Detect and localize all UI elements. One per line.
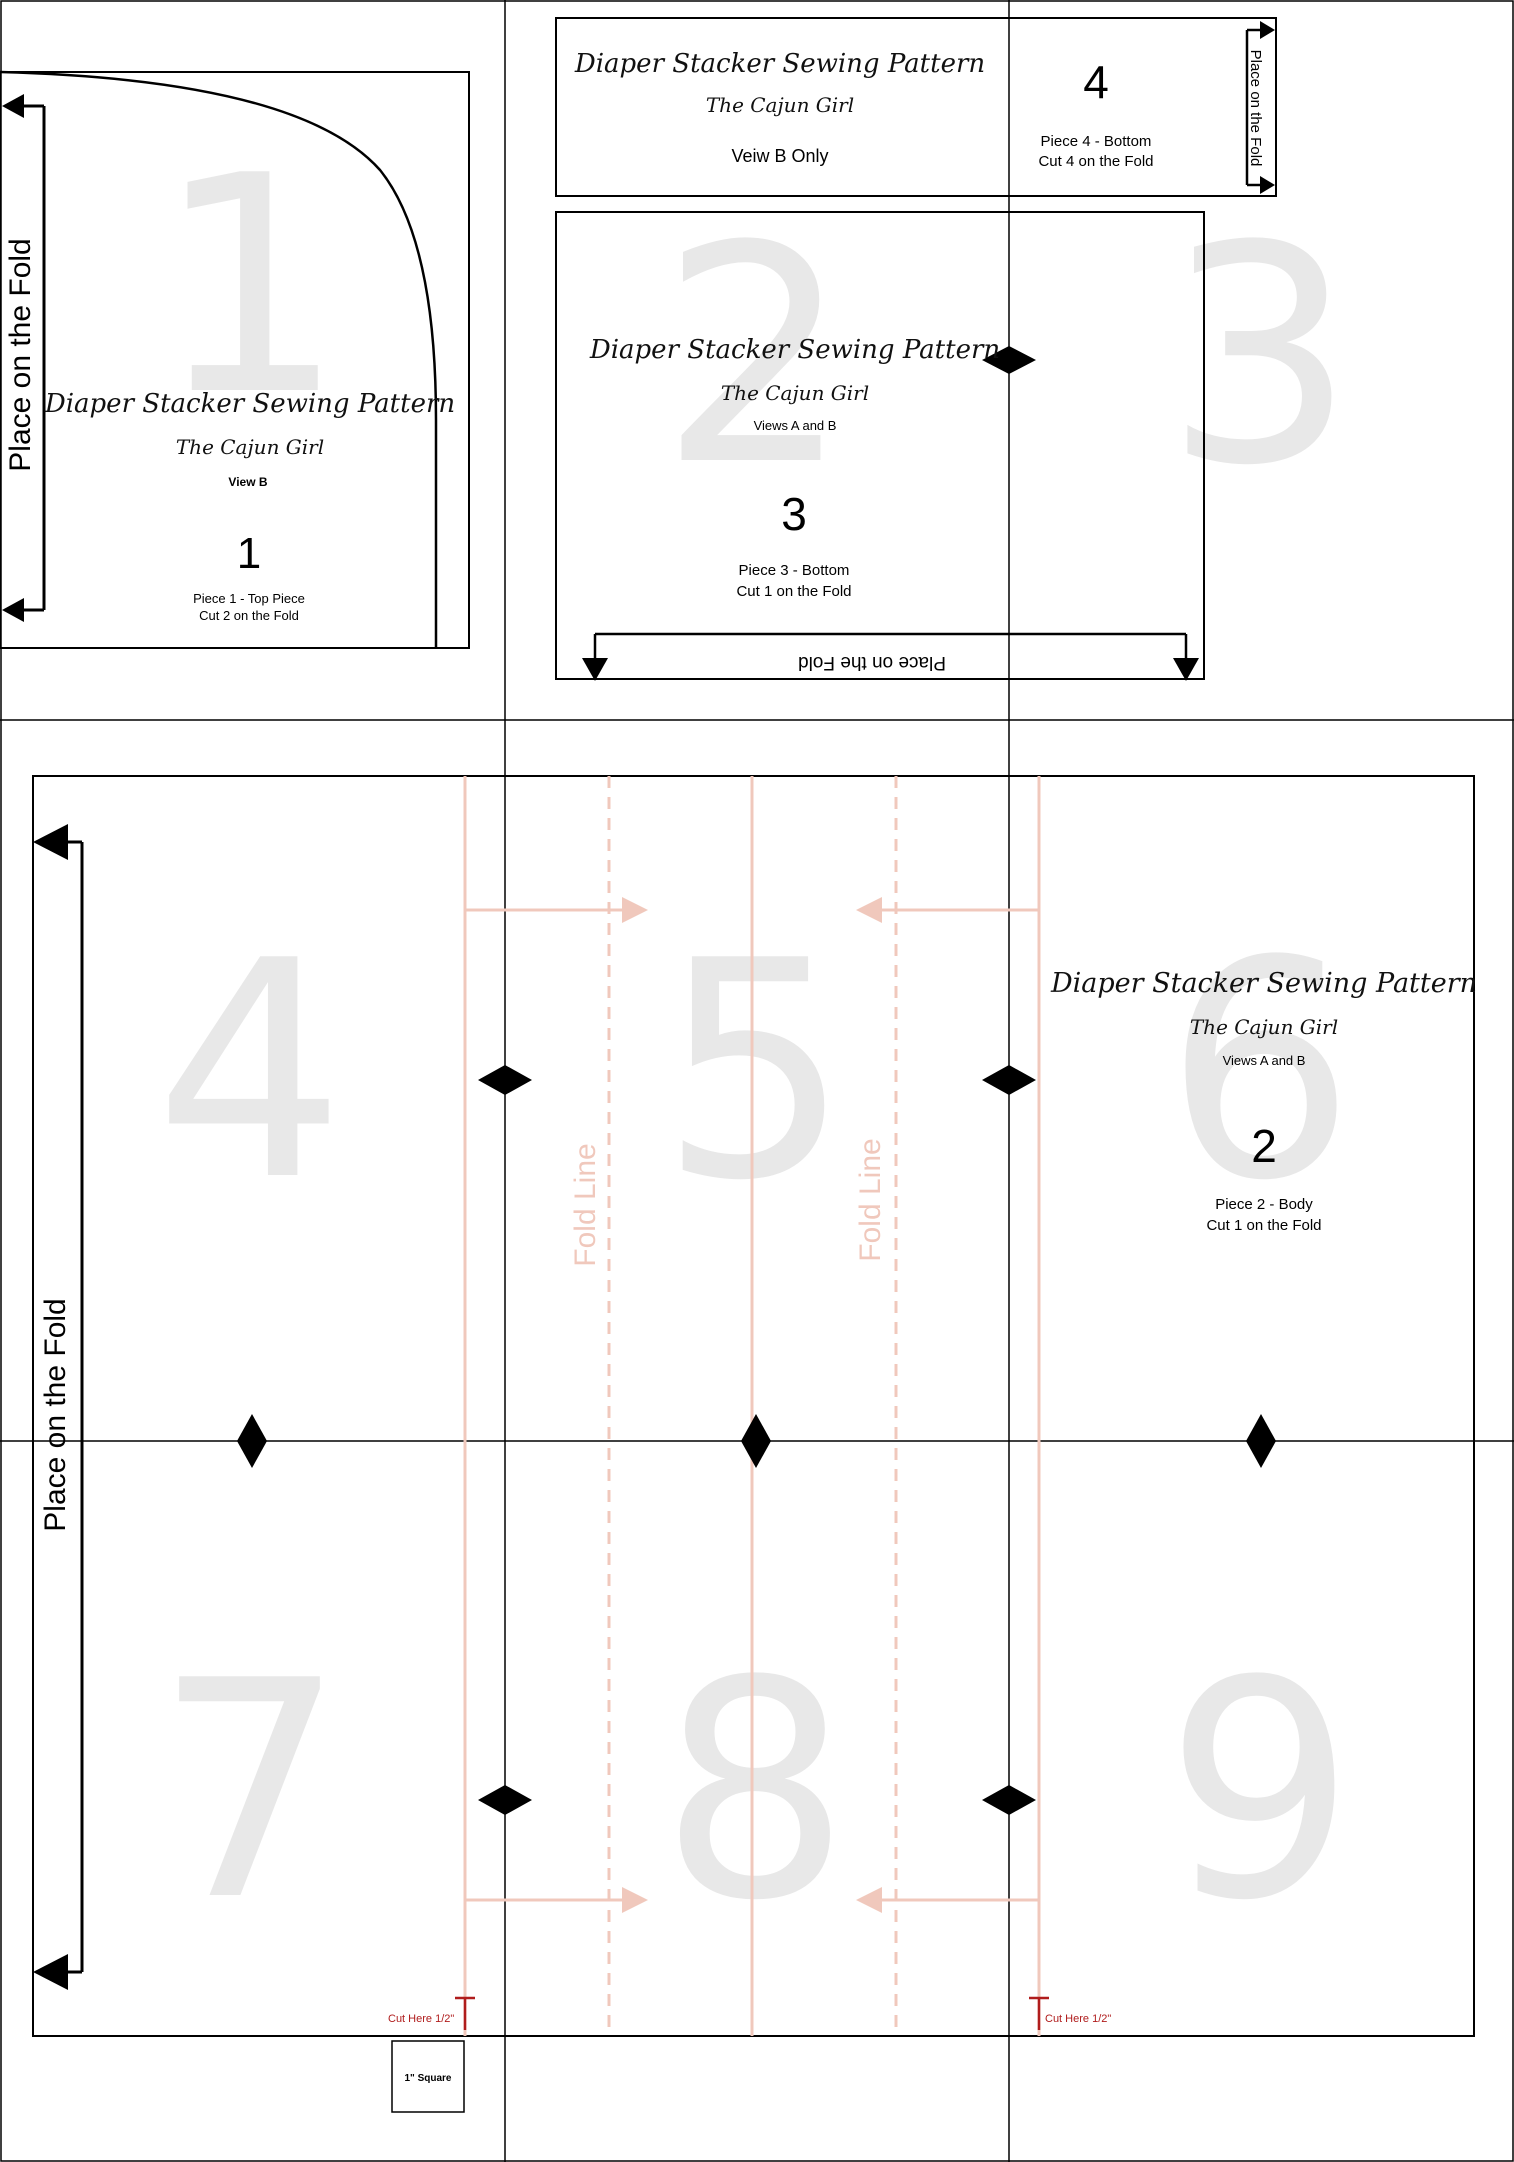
piece-3-number: 3 — [781, 488, 807, 540]
notch-diamond-6 — [478, 1785, 532, 1815]
piece-2-fold-label: Place on the Fold — [39, 1298, 72, 1531]
piece-2-fold-arrows — [465, 897, 1039, 1913]
page-number-8: 8 — [660, 1617, 851, 1966]
piece-3-view: Views A and B — [754, 418, 837, 433]
piece-1-fold-arrowhead-top — [2, 94, 24, 118]
piece-2-notches — [237, 1065, 1276, 1815]
piece-2-fold-arrowhead-top — [33, 824, 68, 860]
one-inch-square-label: 1" Square — [405, 2073, 452, 2084]
page-number-2: 2 — [660, 182, 851, 531]
notch-diamond-2 — [982, 1065, 1036, 1095]
page-number-9: 9 — [1165, 1617, 1356, 1966]
piece-3-brand: The Cajun Girl — [721, 381, 869, 405]
fold-arrow-bottom-right-head — [856, 1887, 882, 1913]
piece-2-fold-arrowhead-bottom — [33, 1954, 68, 1990]
piece-2-cut-label: Cut 1 on the Fold — [1206, 1217, 1321, 1234]
fold-arrow-top-left-head — [622, 897, 648, 923]
cut-marker-right — [1029, 1996, 1049, 2030]
piece-4-piece-label: Piece 4 - Bottom — [1041, 133, 1152, 150]
piece-1-title: Diaper Stacker Sewing Pattern — [44, 389, 455, 419]
piece-3: Place on the Fold Diaper Stacker Sewing … — [555, 211, 1205, 681]
piece-4-title: Diaper Stacker Sewing Pattern — [574, 49, 985, 79]
piece-1: Place on the Fold Diaper Stacker Sewing … — [0, 70, 470, 649]
piece-4-cut-label: Cut 4 on the Fold — [1038, 153, 1153, 170]
piece-1-fold-label: Place on the Fold — [4, 238, 37, 471]
piece-4-fold-arrowhead-top — [1260, 21, 1275, 39]
page-number-1: 1 — [155, 112, 346, 461]
piece-1-piece-label: Piece 1 - Top Piece — [193, 591, 305, 606]
fold-line-label-left: Fold Line — [569, 1143, 602, 1266]
notch-diamond-4 — [741, 1414, 771, 1468]
piece-1-brand: The Cajun Girl — [176, 435, 324, 459]
piece-2: Fold Line Fold Line Place on the Fold Cu… — [32, 775, 1477, 2037]
piece-3-fold-arrowhead-right — [1173, 658, 1199, 681]
cut-here-label-left: Cut Here 1/2" — [388, 2013, 454, 2025]
notch-diamond-1 — [478, 1065, 532, 1095]
piece-4-brand: The Cajun Girl — [706, 93, 854, 117]
piece-1-view: View B — [228, 475, 267, 489]
fold-arrow-bottom-left-head — [622, 1887, 648, 1913]
piece-2-number: 2 — [1251, 1120, 1277, 1172]
piece-3-fold-arrowhead-left — [582, 658, 608, 681]
piece-4-fold-arrowhead-bottom — [1260, 176, 1275, 194]
cut-here-label-right: Cut Here 1/2" — [1045, 2013, 1111, 2025]
piece-1-border — [0, 71, 470, 649]
piece-4-fold-label: Place on the Fold — [1247, 50, 1264, 167]
piece-3-fold-label: Place on the Fold — [798, 652, 946, 673]
notch-diamond-3 — [237, 1414, 267, 1468]
piece-2-title: Diaper Stacker Sewing Pattern — [1050, 968, 1477, 999]
page-number-5: 5 — [660, 897, 851, 1246]
page-number-7: 7 — [155, 1617, 346, 1966]
piece-3-piece-label: Piece 3 - Bottom — [739, 562, 850, 579]
one-inch-square: 1" Square — [391, 2040, 465, 2113]
page-number-6: 6 — [1165, 897, 1356, 1246]
fold-line-label-right: Fold Line — [854, 1138, 887, 1261]
page-number-grid: 1 2 3 4 5 6 7 8 9 — [155, 112, 1356, 1966]
piece-2-brand: The Cajun Girl — [1190, 1015, 1338, 1039]
notch-diamond-5 — [1246, 1414, 1276, 1468]
piece-2-view: Views A and B — [1223, 1053, 1306, 1068]
notch-diamond-7 — [982, 1785, 1036, 1815]
piece-4: Place on the Fold Diaper Stacker Sewing … — [555, 17, 1277, 197]
page-number-4: 4 — [155, 897, 346, 1246]
piece-3-border — [555, 211, 1205, 680]
piece-3-cut-label: Cut 1 on the Fold — [736, 583, 851, 600]
piece-4-border — [555, 17, 1277, 197]
piece-3-title: Diaper Stacker Sewing Pattern — [589, 335, 1000, 365]
piece-1-cut-label: Cut 2 on the Fold — [199, 608, 299, 623]
piece-2-solid-guides — [463, 776, 1041, 2036]
piece-2-fold-lines — [607, 776, 898, 2036]
piece-1-number: 1 — [237, 529, 261, 578]
piece-3-notch-diamond — [982, 346, 1036, 374]
one-inch-square-box — [391, 2040, 465, 2113]
fold-arrow-top-right-head — [856, 897, 882, 923]
piece-1-cut-curve — [0, 70, 438, 648]
piece-4-number: 4 — [1083, 56, 1109, 108]
cut-marker-left — [455, 1996, 475, 2030]
piece-1-fold-arrowhead-bottom — [2, 598, 24, 622]
piece-2-piece-label: Piece 2 - Body — [1215, 1196, 1313, 1213]
piece-4-view: Veiw B Only — [731, 146, 828, 166]
page-number-3: 3 — [1165, 182, 1356, 531]
